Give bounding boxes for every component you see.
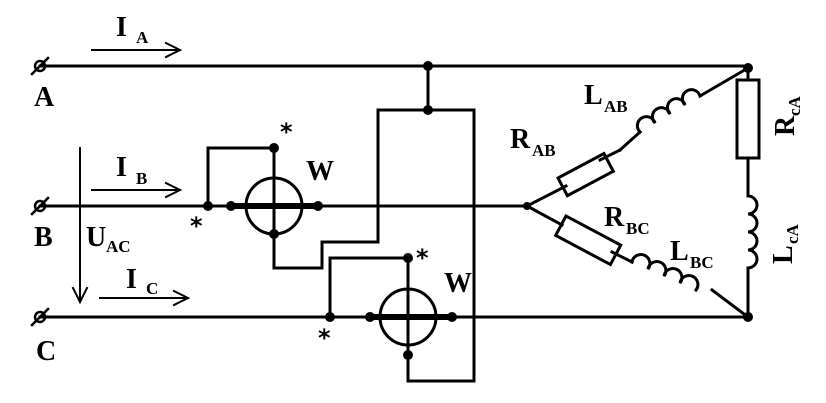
arrow-uac xyxy=(71,147,89,305)
svg-text:C: C xyxy=(146,279,158,298)
svg-text:AC: AC xyxy=(106,237,131,256)
svg-text:I: I xyxy=(116,152,127,183)
svg-text:L: L xyxy=(768,245,799,264)
svg-text:cA: cA xyxy=(785,95,804,116)
svg-text:R: R xyxy=(770,115,801,136)
terminal-c xyxy=(30,307,50,327)
terminal-b xyxy=(30,196,50,216)
phase-a-line xyxy=(38,61,753,73)
svg-text:I: I xyxy=(116,12,127,43)
current-label-ib: I B xyxy=(116,152,147,188)
svg-text:A: A xyxy=(136,28,149,47)
label-lab: L AB xyxy=(584,80,628,116)
terminal-a xyxy=(30,56,50,76)
phase-a-tap xyxy=(376,64,476,383)
svg-text:R: R xyxy=(604,202,625,233)
resistor-rbc xyxy=(524,203,635,267)
svg-text:BC: BC xyxy=(690,253,714,272)
svg-text:R: R xyxy=(510,124,531,155)
arrow-ib xyxy=(91,181,183,199)
svg-text:L: L xyxy=(584,80,603,111)
star-marker-w2-voltage: * xyxy=(416,244,429,272)
inductor-lab xyxy=(617,65,751,153)
star-marker-w1-current: * xyxy=(190,212,203,240)
arrow-ia xyxy=(91,41,183,59)
current-label-ia: I A xyxy=(116,12,149,47)
inductor-lbc xyxy=(630,253,751,320)
label-rbc: R BC xyxy=(604,202,650,238)
arrow-ic xyxy=(99,289,191,307)
terminal-label-c: C xyxy=(36,336,56,367)
label-rca: R cA xyxy=(770,95,804,136)
voltage-label-uac: U AC xyxy=(86,222,131,256)
terminal-label-a: A xyxy=(34,82,55,113)
svg-text:AB: AB xyxy=(532,141,556,160)
svg-text:BC: BC xyxy=(626,219,650,238)
wattmeter-2 xyxy=(325,253,476,383)
wattmeter-1 xyxy=(203,143,380,270)
svg-text:U: U xyxy=(86,222,106,253)
current-label-ic: I C xyxy=(126,264,158,298)
star-marker-w2-current: * xyxy=(318,324,331,352)
resistor-rca xyxy=(735,66,761,198)
terminal-label-b: B xyxy=(34,222,53,253)
svg-text:cA: cA xyxy=(783,223,802,244)
inductor-lca xyxy=(746,194,759,319)
svg-text:I: I xyxy=(126,264,137,295)
svg-text:L: L xyxy=(670,236,689,267)
label-lca: L cA xyxy=(768,223,802,264)
wattmeter-1-label: W xyxy=(306,156,334,187)
svg-text:AB: AB xyxy=(604,97,628,116)
star-marker-w1-voltage: * xyxy=(280,118,293,146)
resistor-rab xyxy=(524,147,623,209)
wattmeter-2-label: W xyxy=(444,268,472,299)
label-lbc: L BC xyxy=(670,236,714,272)
svg-text:B: B xyxy=(136,169,147,188)
label-rab: R AB xyxy=(510,124,556,160)
